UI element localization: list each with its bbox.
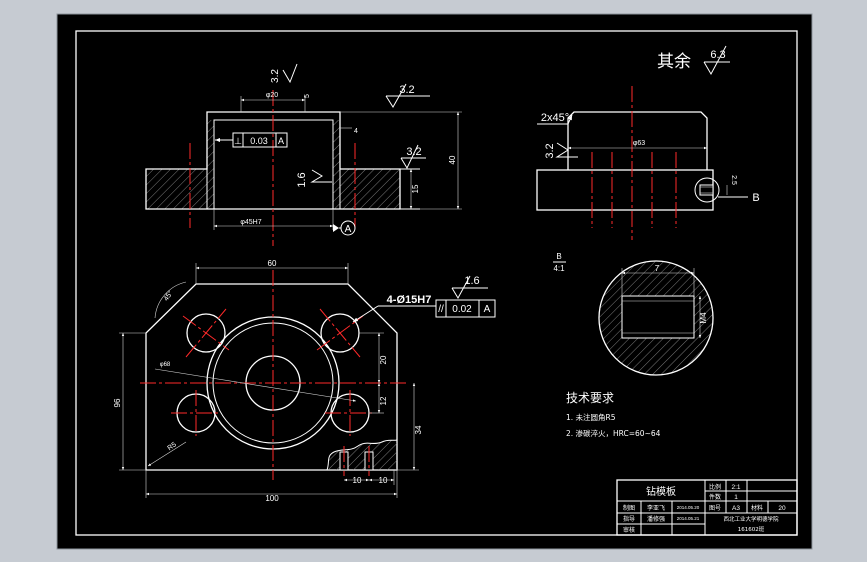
dim-12: 12	[379, 396, 388, 405]
title-block: 钻模板 比例 2:1 件数 1 制图 李亚飞 2014.05.20 图号 A3 …	[616, 479, 798, 536]
title-block-border	[616, 479, 798, 536]
dim-phi20: φ20	[266, 92, 278, 99]
tech-title: 技术要求	[566, 391, 614, 405]
dim-bore: φ45H7	[240, 219, 261, 226]
dim-depth: 7	[655, 264, 660, 273]
quantity-label: 件数	[709, 493, 721, 501]
roughness-plan-value: 1.6	[464, 275, 479, 287]
detail-b-circle	[598, 260, 714, 376]
material-label: 材料	[751, 504, 763, 512]
parallelism-frame	[435, 299, 496, 318]
dim-96: 96	[113, 398, 122, 407]
tech-item-1: 1. 未注圆角R5	[566, 412, 616, 422]
datum-a-circle	[340, 220, 356, 236]
detail-b-scale: 4:1	[553, 264, 565, 273]
perp-datum: A	[278, 136, 284, 146]
datum-a: A	[345, 224, 352, 235]
part-name: 钻模板	[646, 485, 676, 498]
parallel-datum: A	[484, 304, 491, 315]
dim-15: 15	[411, 184, 420, 193]
dim-phi63: φ63	[633, 140, 645, 147]
dim-40: 40	[448, 155, 457, 164]
side-view: 2x45° φ63 3.2 2.5 B	[536, 86, 760, 240]
row1-role: 制图	[623, 504, 635, 512]
technical-requirements: 技术要求 1. 未注圆角R5 2. 渗碳淬火，HRC=60~64	[566, 391, 661, 438]
dim-2-5: 2.5	[730, 175, 737, 185]
roughness-symbol	[385, 83, 407, 108]
drawing-frame	[75, 30, 798, 536]
roughness-side-value: 3.2	[544, 143, 556, 158]
scale-value: 2:1	[731, 484, 740, 491]
chamfer-note: 2x45°	[541, 112, 569, 124]
general-roughness-note: 其余 6.3	[657, 45, 730, 76]
scale-label: 比例	[709, 483, 721, 491]
tech-item-2: 2. 渗碳淬火，HRC=60~64	[566, 428, 661, 438]
dim-radius: R5	[166, 441, 177, 452]
bush-hole-1	[186, 313, 226, 353]
roughness-top-value: 3.2	[399, 84, 414, 96]
perp-value: 0.03	[250, 136, 268, 146]
roughness-bore-value: 1.6	[296, 172, 308, 187]
row2-name: 潘修强	[647, 515, 665, 523]
roughness-symbol	[703, 45, 727, 76]
roughness-symbol	[310, 169, 332, 183]
section-hatch-right	[333, 120, 400, 209]
perp-symbol: ⊥	[234, 136, 242, 146]
roughness-symbol	[555, 142, 578, 158]
quantity-value: 1	[734, 494, 738, 501]
roughness-left-value: 3.2	[270, 69, 281, 83]
detail-b-label: B	[556, 252, 561, 261]
side-boss	[567, 111, 708, 170]
note-roughness-value: 6.3	[710, 49, 725, 61]
row2-date: 2014.05.21	[677, 516, 700, 521]
drawing-no-value: A3	[732, 505, 740, 512]
school-name: 西北工业大学明德学院	[723, 515, 779, 523]
note-label: 其余	[657, 52, 691, 72]
roughness-symbol	[451, 275, 471, 300]
row1-date: 2014.05.20	[677, 505, 700, 510]
front-section-view: 3.2 φ20 5 3.2 ⊥ 0.03 A 4 3.2 40 15 1.6	[145, 63, 462, 246]
dim-60: 60	[268, 259, 277, 268]
plan-view: 60 45° 4-Ø15H7 1.6 // 0.02 A φ68 20 12 3…	[113, 259, 496, 503]
dim-10a: 10	[353, 476, 362, 485]
class-name: 161602班	[738, 525, 765, 533]
detail-b-callout-label: B	[752, 192, 759, 204]
dim-phi68: φ68	[160, 362, 171, 368]
drawing-no-label: 图号	[709, 505, 721, 512]
detail-b-view: B 4:1 7 M4	[553, 252, 714, 376]
dim-thread: M4	[699, 312, 708, 324]
detail-hole	[621, 295, 695, 339]
dim-34: 34	[414, 425, 423, 434]
dim-10b: 10	[379, 476, 388, 485]
material-value: 20	[778, 505, 786, 512]
dim-100: 100	[265, 494, 279, 503]
detail-b-callout-circle	[694, 177, 720, 203]
threaded-hole	[699, 184, 714, 196]
roughness-symbol	[282, 63, 298, 84]
dim-4: 4	[354, 128, 358, 135]
roughness-right-value: 3.2	[406, 146, 421, 158]
holes-note: 4-Ø15H7	[387, 294, 432, 306]
row1-name: 李亚飞	[647, 504, 665, 512]
row3-role: 审核	[623, 526, 635, 534]
section-hatch-left	[146, 120, 214, 209]
row2-role: 指导	[623, 515, 635, 523]
roughness-symbol	[400, 144, 419, 170]
dim-20: 20	[379, 355, 388, 364]
parallel-symbol: //	[438, 304, 444, 315]
dim-5: 5	[304, 94, 311, 98]
parallel-value: 0.02	[452, 304, 472, 315]
